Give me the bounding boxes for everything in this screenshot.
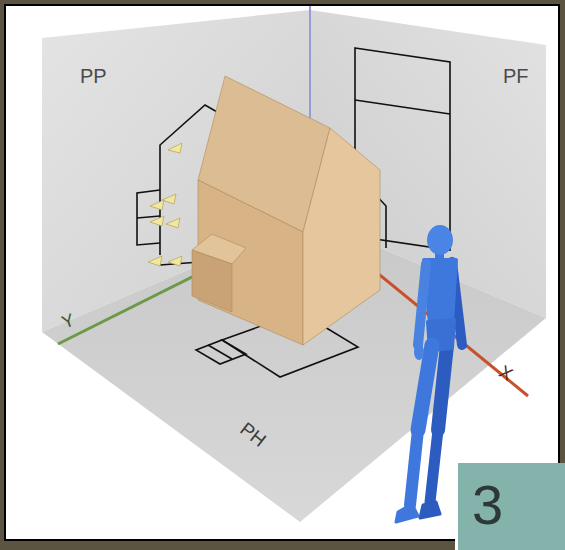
slide-number: 3 bbox=[472, 477, 565, 533]
blue-mannequin-part bbox=[438, 345, 447, 430]
projection-arrows-part bbox=[162, 194, 176, 204]
projection-arrows-part bbox=[166, 218, 180, 228]
blue-mannequin-part bbox=[410, 430, 418, 505]
plane-label: PP bbox=[80, 66, 107, 86]
profile-projection-part bbox=[137, 216, 160, 218]
projection-planes bbox=[42, 10, 546, 522]
coordinate-axes bbox=[58, 6, 528, 396]
blue-mannequin bbox=[396, 225, 462, 522]
projection-arrows-part bbox=[168, 143, 182, 153]
projection-arrows-part bbox=[148, 256, 162, 266]
slide-number-box: 3 bbox=[455, 463, 565, 550]
house-model-part bbox=[192, 250, 232, 312]
blue-mannequin-part bbox=[396, 504, 418, 522]
house-model bbox=[192, 76, 380, 345]
blue-mannequin-part bbox=[430, 430, 438, 502]
plane-label: PF bbox=[503, 66, 529, 86]
plan-projection-part bbox=[208, 345, 232, 359]
house-model-part bbox=[303, 128, 380, 345]
plan-projection-part bbox=[196, 340, 246, 364]
profile-projection-part bbox=[137, 190, 160, 245]
front-projection-part bbox=[355, 100, 450, 114]
blue-mannequin-part bbox=[420, 502, 440, 518]
picture-frame-part bbox=[5, 5, 559, 540]
projection-arrows-part bbox=[168, 256, 182, 266]
blue-mannequin-part bbox=[418, 264, 426, 345]
projection-arrows-part bbox=[150, 216, 164, 226]
projection-arrows-part bbox=[150, 200, 164, 210]
blue-mannequin-part bbox=[414, 344, 424, 360]
projection-arrows bbox=[148, 143, 182, 266]
blue-mannequin-part bbox=[427, 225, 453, 255]
